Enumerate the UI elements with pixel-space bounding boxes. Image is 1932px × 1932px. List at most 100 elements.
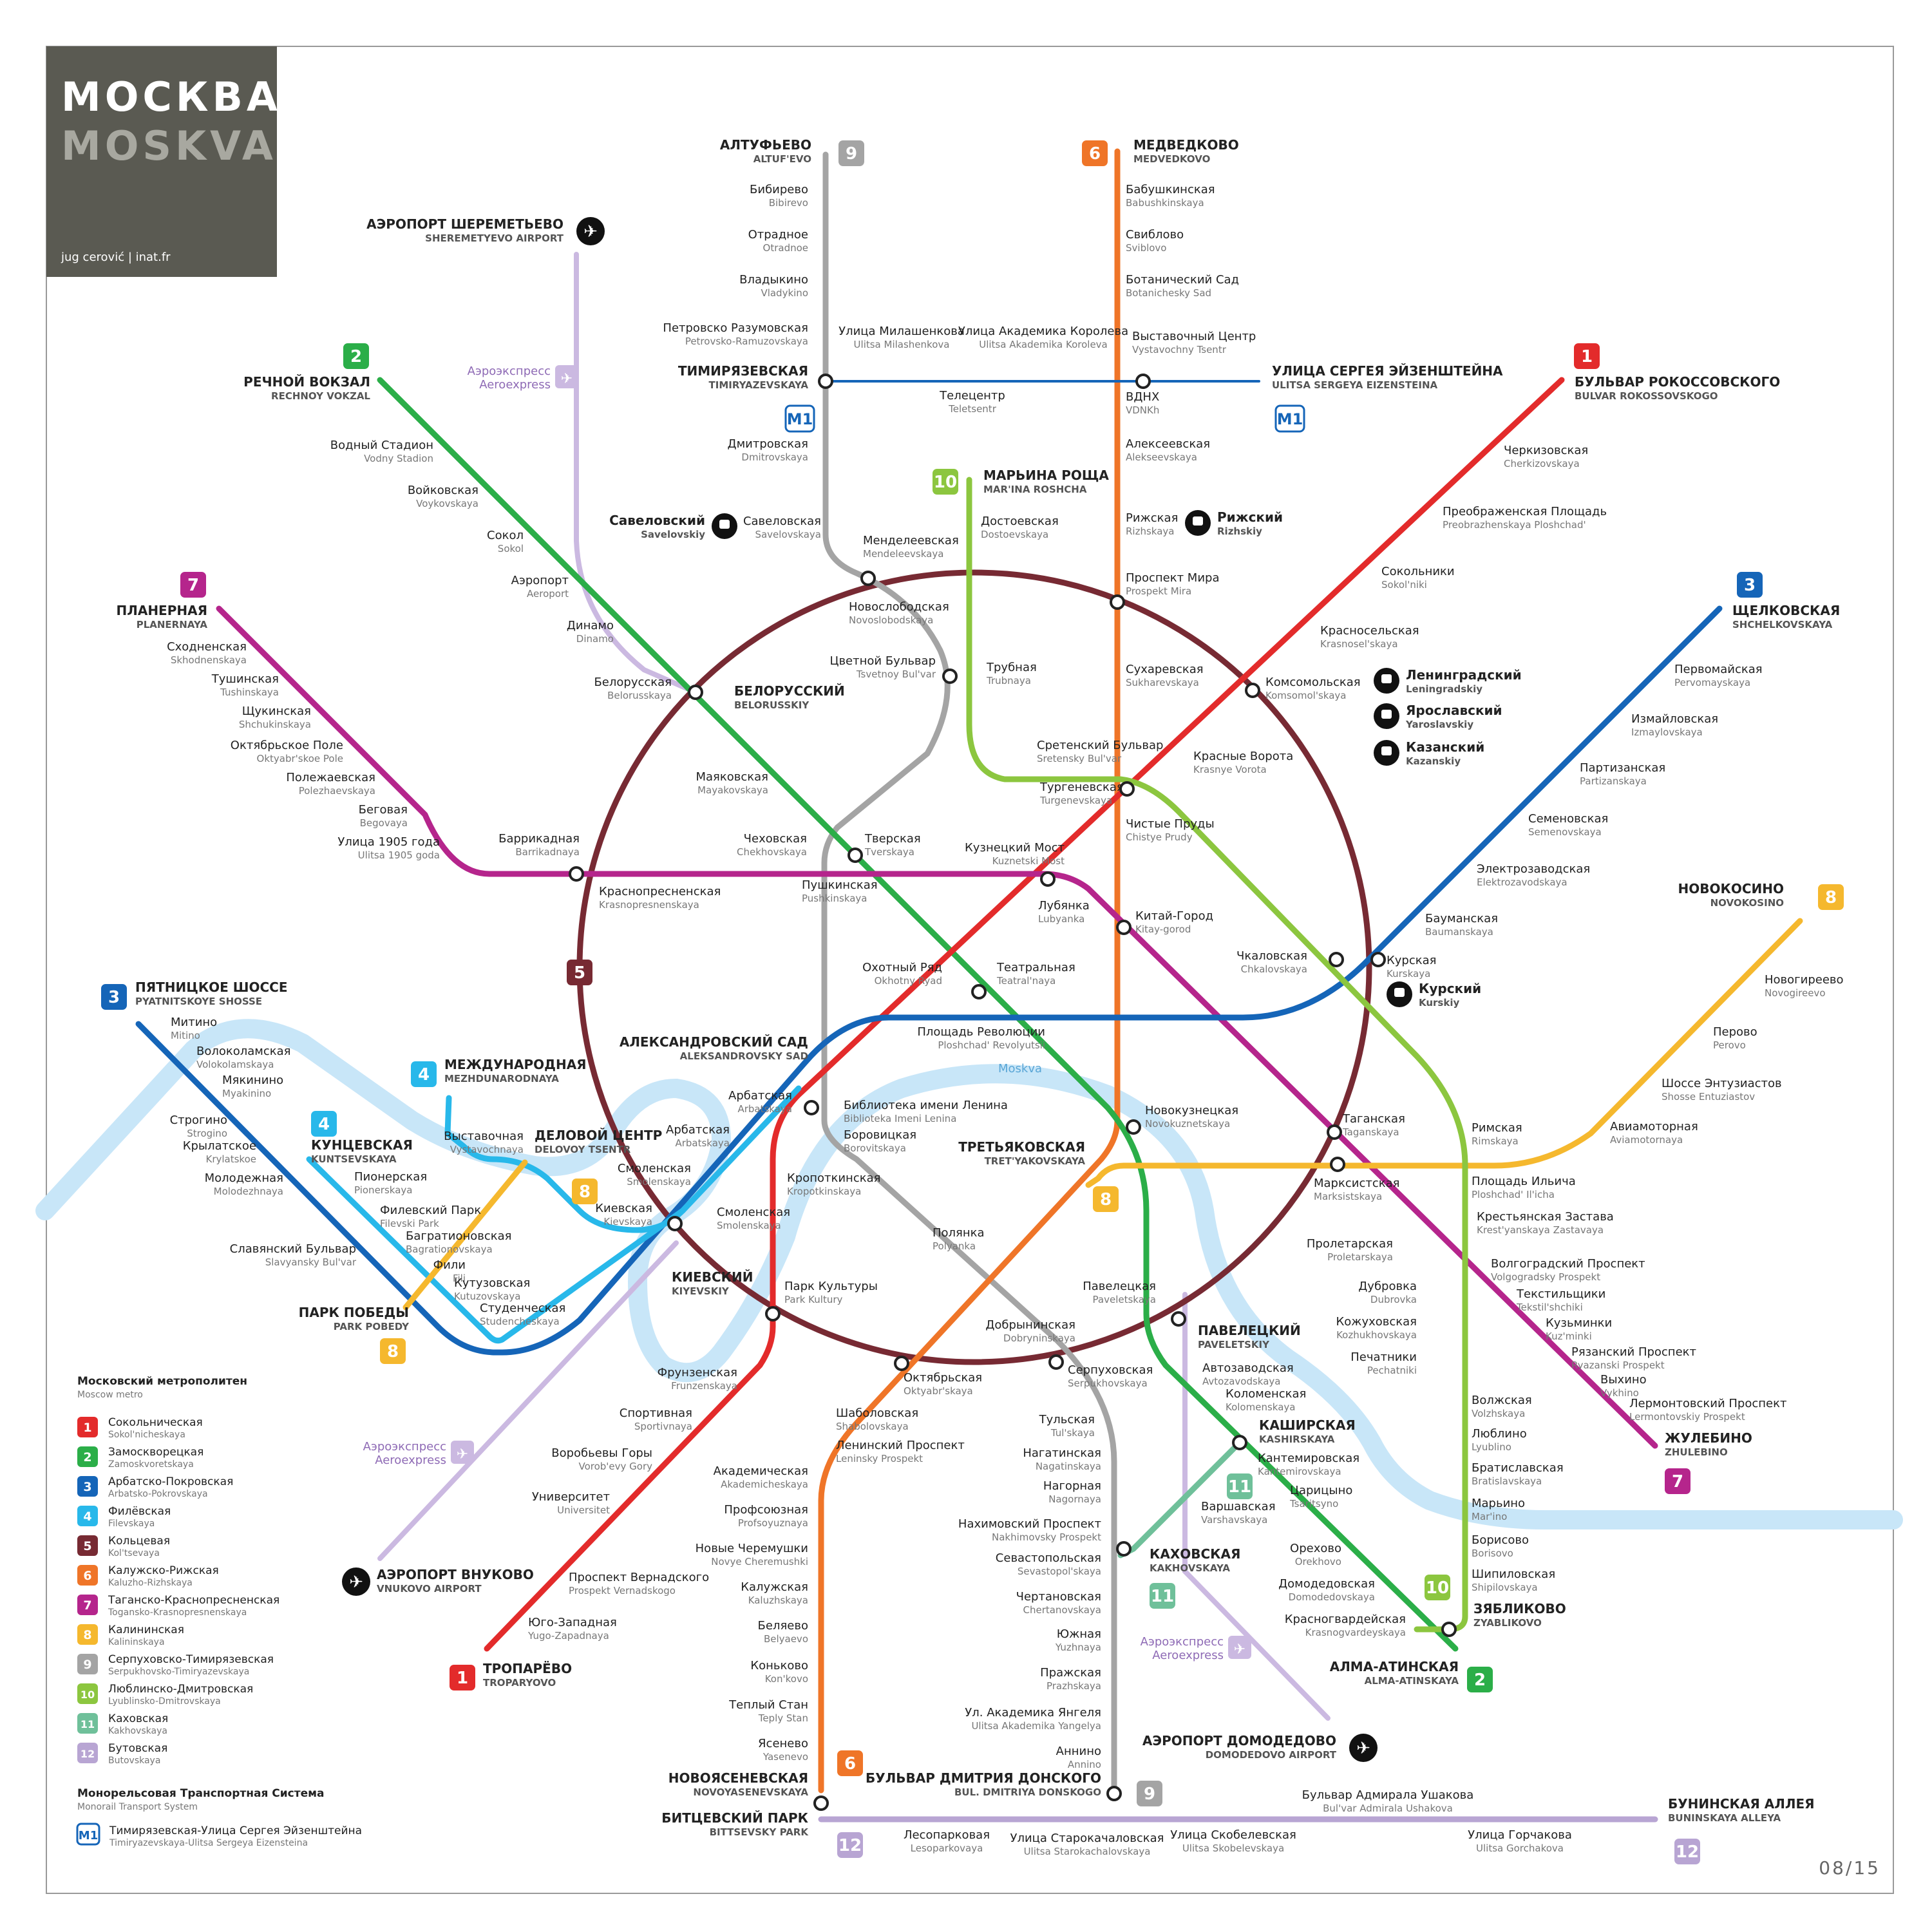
station-myakinino[interactable]: МякининоMyakinino: [222, 1074, 283, 1099]
station-belyaevo[interactable]: БеляевоBelyaevo: [758, 1619, 808, 1645]
station-sevast[interactable]: СевастопольскаяSevastopol'skaya: [996, 1551, 1101, 1577]
terminal-t_medvedkovo[interactable]: МЕДВЕДКОВОMEDVEDKOVO: [1133, 137, 1239, 165]
station-annino[interactable]: АнниноAnnino: [1056, 1745, 1101, 1770]
station-yugozap[interactable]: Юго-ЗападнаяYugo-Zapadnaya: [527, 1616, 617, 1642]
station-korolev[interactable]: Улица Академика КоролеваUlitsa Akademika…: [958, 325, 1128, 350]
station-konkovo[interactable]: КоньковоKon'kovo: [750, 1659, 808, 1685]
transfer-station-marker[interactable]: [766, 1307, 779, 1320]
terminal-t_kiev[interactable]: КИЕВСКИЙKIYEVSKIY: [672, 1269, 753, 1297]
airport-a_sher[interactable]: АЭРОПОРТ ШЕРЕМЕТЬЕВОSHEREMETYEVO AIRPORT…: [366, 216, 605, 245]
station-profsoyuz[interactable]: ПрофсоюзнаяProfsoyuznaya: [724, 1503, 808, 1529]
station-nakhim[interactable]: Нахимовский ПроспектNakhimovsky Prospekt: [958, 1517, 1101, 1543]
terminal-t_kuntsev[interactable]: КУНЦЕВСКАЯKUNTSEVSKAYA: [311, 1137, 413, 1165]
transfer-station-marker[interactable]: [570, 867, 583, 880]
terminal-t_troparevo[interactable]: ТРОПАРЁВОTROPARYOVO: [483, 1661, 572, 1689]
transfer-station-marker[interactable]: [1372, 953, 1385, 966]
station-trubnaya[interactable]: ТрубнаяTrubnaya: [986, 661, 1037, 687]
transfer-station-marker[interactable]: [862, 572, 875, 585]
terminal-t_bittsev[interactable]: БИТЦЕВСКИЙ ПАРКBITTSEVSKY PARK: [661, 1810, 809, 1838]
station-shipilov[interactable]: ШипиловскаяShipilovskaya: [1472, 1567, 1555, 1593]
station-bagration[interactable]: БагратионовскаяBagrationovskaya: [406, 1229, 512, 1255]
terminal-t_zyablikovo[interactable]: ЗЯБЛИКОВОZYABLIKOVO: [1473, 1601, 1566, 1629]
transfer-station-marker[interactable]: [815, 1797, 828, 1810]
transfer-station-marker[interactable]: [1117, 921, 1130, 934]
transfer-station-marker[interactable]: [819, 375, 832, 388]
station-akyangel[interactable]: Ул. Академика ЯнгеляUlitsa Akademika Yan…: [965, 1706, 1101, 1732]
transfer-station-marker[interactable]: [849, 849, 862, 862]
transfer-station-marker[interactable]: [895, 1357, 908, 1370]
terminal-t_kakhovskaya[interactable]: КАХОВСКАЯKAKHOVSKAYA: [1150, 1546, 1240, 1574]
transfer-station-marker[interactable]: [1331, 1158, 1344, 1171]
station-polyanka[interactable]: ПолянкаPolyanka: [933, 1226, 985, 1252]
station-krestyan[interactable]: Крестьянская ЗаставаKrest'yanskaya Zasta…: [1477, 1210, 1614, 1236]
terminal-t_timir[interactable]: ТИМИРЯЗЕВСКАЯTIMIRYAZEVSKAYA: [678, 363, 809, 391]
station-borisovo[interactable]: БорисовоBorisovo: [1472, 1533, 1529, 1559]
station-slavbul[interactable]: Славянский БульварSlavyansky Bul'var: [230, 1242, 357, 1268]
